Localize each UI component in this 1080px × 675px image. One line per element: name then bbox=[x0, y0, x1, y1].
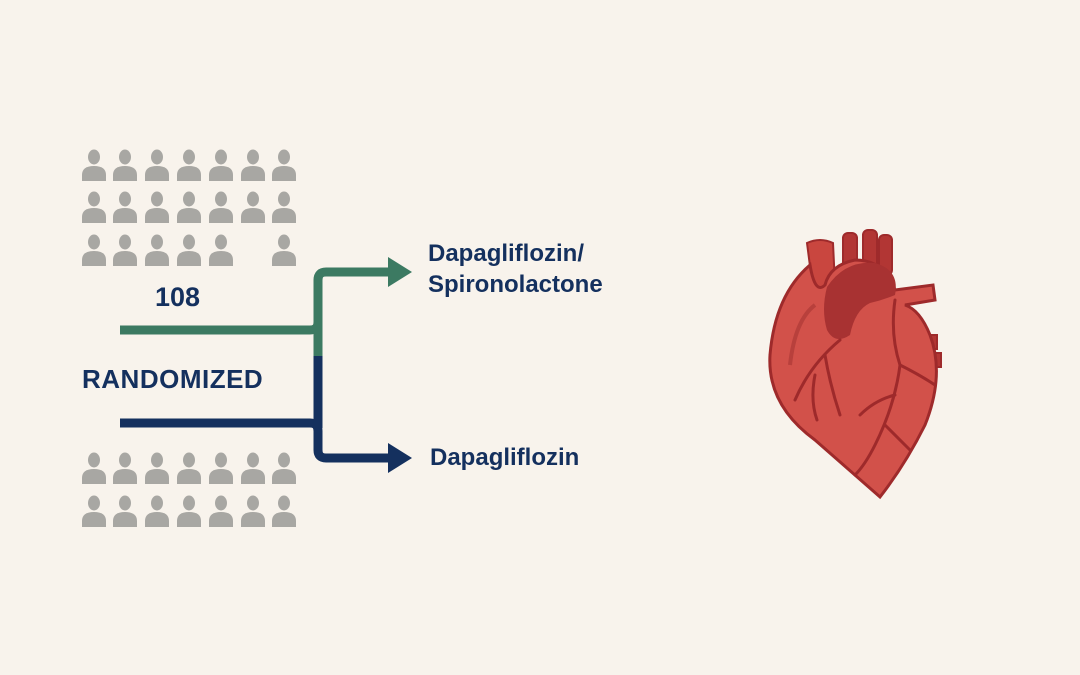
person-icon bbox=[240, 191, 266, 223]
person-icon bbox=[81, 452, 107, 484]
arm-bottom-line bbox=[120, 418, 392, 463]
person-icon bbox=[176, 149, 202, 181]
person-icon bbox=[271, 191, 297, 223]
person-icon bbox=[271, 234, 297, 266]
arm-top-label-line2: Spironolactone bbox=[428, 271, 603, 298]
person-icon bbox=[112, 149, 138, 181]
person-icon bbox=[81, 234, 107, 266]
person-icon bbox=[144, 234, 170, 266]
person-icon bbox=[176, 495, 202, 527]
person-icon bbox=[271, 149, 297, 181]
person-icon bbox=[208, 149, 234, 181]
person-icon bbox=[81, 191, 107, 223]
arm-top-vertical bbox=[313, 322, 323, 358]
arm-top-line bbox=[120, 267, 392, 335]
person-icon bbox=[208, 234, 234, 266]
person-icon bbox=[240, 452, 266, 484]
person-icon bbox=[81, 149, 107, 181]
person-icon bbox=[144, 452, 170, 484]
person-icon bbox=[144, 191, 170, 223]
heart-icon bbox=[768, 229, 942, 500]
person-icon bbox=[271, 495, 297, 527]
person-icon bbox=[176, 191, 202, 223]
person-icon bbox=[176, 234, 202, 266]
person-icon bbox=[208, 452, 234, 484]
arm-top-label: Dapagliflozin/ Spironolactone bbox=[428, 238, 603, 300]
arm-top-arrowhead bbox=[388, 257, 412, 287]
person-icon bbox=[112, 452, 138, 484]
person-icon bbox=[144, 495, 170, 527]
person-icon bbox=[240, 495, 266, 527]
person-icon bbox=[112, 234, 138, 266]
participant-count: 108 bbox=[155, 282, 201, 312]
person-icon bbox=[240, 149, 266, 181]
person-icon bbox=[112, 191, 138, 223]
person-icon bbox=[176, 452, 202, 484]
arm-bottom-vertical bbox=[313, 356, 323, 428]
person-icon bbox=[208, 495, 234, 527]
arm-bottom-label: Dapagliflozin bbox=[430, 444, 580, 471]
arm-top-label-line1: Dapagliflozin/ bbox=[428, 240, 584, 267]
arm-bottom-arrowhead bbox=[388, 443, 412, 473]
person-icon bbox=[144, 149, 170, 181]
person-icon bbox=[112, 495, 138, 527]
person-icon bbox=[271, 452, 297, 484]
randomized-label: RANDOMIZED bbox=[82, 364, 264, 394]
person-icon bbox=[81, 495, 107, 527]
person-icon bbox=[208, 191, 234, 223]
